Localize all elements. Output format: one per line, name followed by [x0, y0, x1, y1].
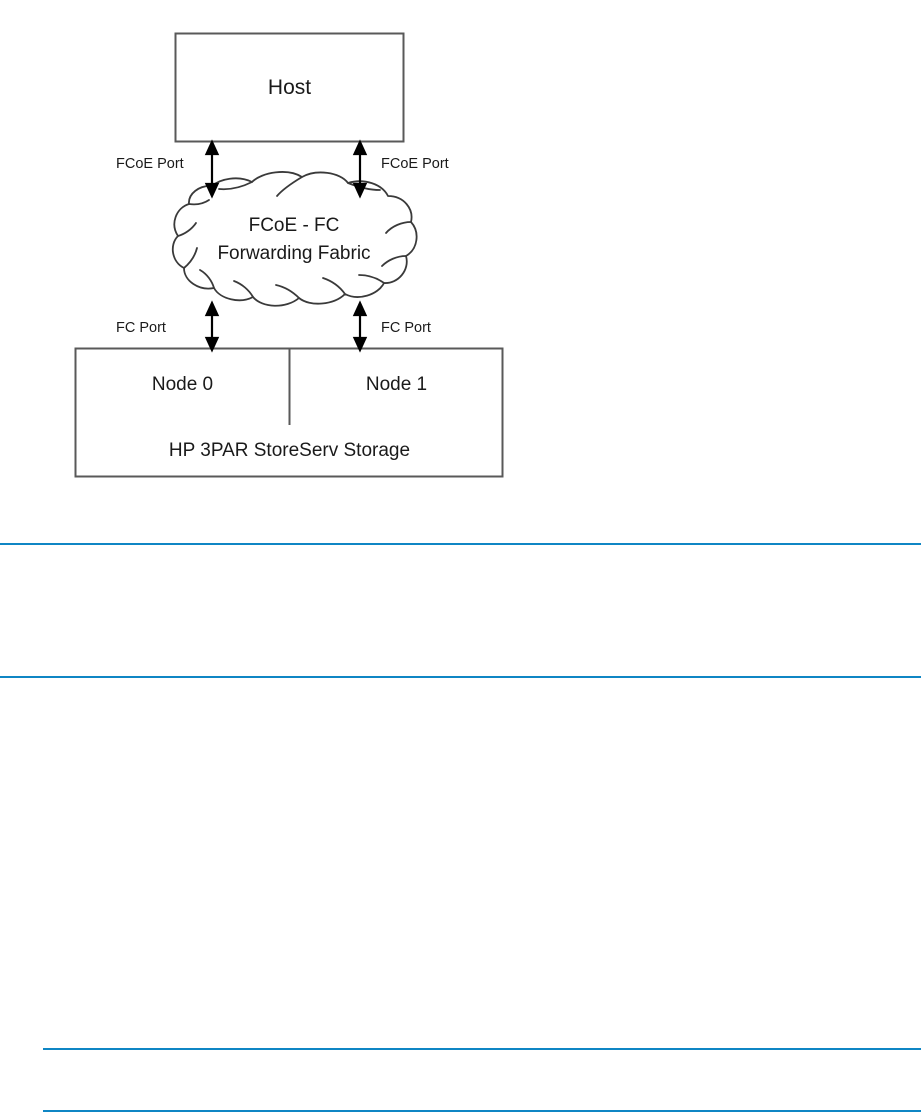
fcoe-port-label-left: FCoE Port: [116, 156, 184, 172]
fabric-label-line2: Forwarding Fabric: [217, 242, 371, 264]
horizontal-rule-bottom: [43, 1110, 921, 1112]
arrow-fabric-storage-right: [352, 300, 368, 353]
diagram-graphics: [74, 32, 504, 478]
storage-array-label: HP 3PAR StoreServ Storage: [168, 440, 411, 461]
host-box-label: Host: [267, 76, 312, 99]
fcoe-port-label-right: FCoE Port: [381, 156, 449, 172]
node-1-label: Node 1: [365, 374, 428, 395]
fc-port-label-right: FC Port: [381, 320, 431, 336]
node-0-label: Node 0: [151, 374, 214, 395]
horizontal-rule-second: [0, 676, 921, 678]
fc-port-label-left: FC Port: [116, 320, 166, 336]
fabric-label-line1: FCoE - FC: [248, 215, 340, 236]
arrow-host-fabric-right: [352, 139, 368, 199]
arrow-fabric-storage-left: [204, 300, 220, 353]
network-topology-diagram: Host FCoE - FC Forwarding Fabric Node 0 N…: [0, 0, 560, 510]
arrow-host-fabric-left: [204, 139, 220, 199]
horizontal-rule-top: [0, 543, 921, 545]
host-box: [174, 32, 405, 143]
horizontal-rule-third: [43, 1048, 921, 1050]
fabric-cloud-shape: [171, 171, 418, 307]
fabric-cloud-label: FCoE - FC Forwarding Fabric: [185, 212, 403, 267]
